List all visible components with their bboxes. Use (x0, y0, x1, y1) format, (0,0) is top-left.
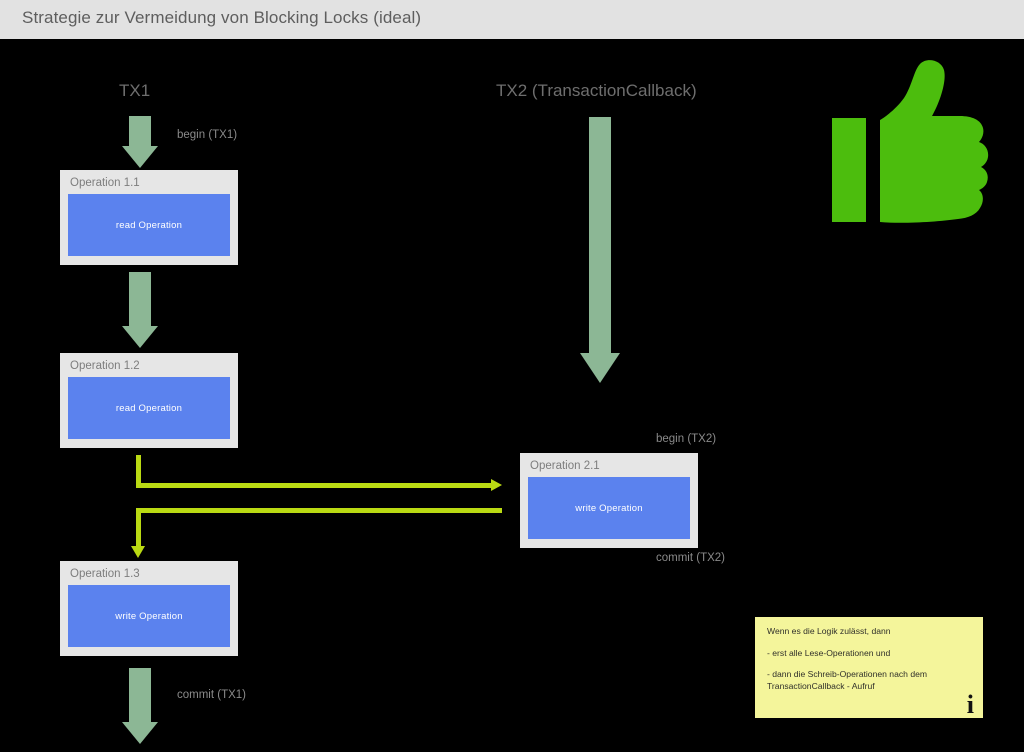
operation-card-2-1[interactable]: Operation 2.1 write Operation (520, 453, 698, 548)
arrow-shaft (129, 668, 151, 722)
tx1-to-tx2-arrow-head-icon (491, 479, 502, 491)
note-line-1: Wenn es die Logik zulässt, dann (767, 626, 891, 636)
op11-to-op12-arrow-icon (122, 272, 158, 348)
commit-tx1-arrow-icon (122, 668, 158, 744)
tx1-to-tx2-connector-vertical (136, 455, 141, 487)
note-line-2: - erst alle Lese-Operationen und (767, 647, 891, 658)
operation-card-1-1[interactable]: Operation 1.1 read Operation (60, 170, 238, 265)
arrow-shaft (589, 117, 611, 353)
arrow-head (122, 146, 158, 168)
operation-body[interactable]: write Operation (68, 585, 230, 647)
operation-card-1-2[interactable]: Operation 1.2 read Operation (60, 353, 238, 448)
operation-card-label: Operation 2.1 (530, 460, 600, 472)
tx2-to-op13-connector-horizontal (136, 508, 502, 513)
info-note: Wenn es die Logik zulässt, dann - erst a… (755, 617, 983, 718)
operation-body[interactable]: read Operation (68, 194, 230, 256)
operation-body[interactable]: write Operation (528, 477, 690, 539)
note-line-3: - dann die Schreib-Operationen nach dem … (767, 669, 928, 691)
operation-body-label: read Operation (115, 219, 183, 231)
tx2-column-title: TX2 (TransactionCallback) (496, 81, 697, 100)
begin-tx1-arrow-icon (122, 116, 158, 168)
operation-body-label: write Operation (575, 502, 643, 514)
info-icon: i (966, 690, 974, 719)
arrow-head (122, 722, 158, 744)
tx2-to-op13-connector-vertical (136, 508, 141, 549)
arrow-shaft (129, 116, 151, 146)
arrow-shaft (129, 272, 151, 326)
operation-body-label: write Operation (115, 610, 183, 622)
operation-card-label: Operation 1.3 (70, 568, 140, 580)
operation-body[interactable]: read Operation (68, 377, 230, 439)
header-bar: Strategie zur Vermeidung von Blocking Lo… (0, 0, 1024, 39)
tx2-to-op13-arrow-head-icon (131, 546, 145, 558)
operation-card-label: Operation 1.2 (70, 360, 140, 372)
begin-tx1-label: begin (TX1) (177, 129, 238, 141)
operation-card-label: Operation 1.1 (70, 177, 140, 189)
arrow-head (580, 353, 620, 383)
tx1-column-title: TX1 (119, 81, 151, 100)
commit-tx1-label: commit (TX1) (177, 689, 246, 701)
begin-tx2-label: begin (TX2) (656, 433, 717, 445)
begin-tx2-arrow-icon (580, 117, 620, 383)
arrow-head (122, 326, 158, 348)
thumbs-up-icon (826, 58, 998, 236)
operation-card-1-3[interactable]: Operation 1.3 write Operation (60, 561, 238, 656)
commit-tx2-label: commit (TX2) (656, 552, 725, 564)
tx1-to-tx2-connector-horizontal (136, 483, 493, 488)
page-title: Strategie zur Vermeidung von Blocking Lo… (22, 8, 422, 27)
operation-body-label: read Operation (115, 402, 183, 414)
